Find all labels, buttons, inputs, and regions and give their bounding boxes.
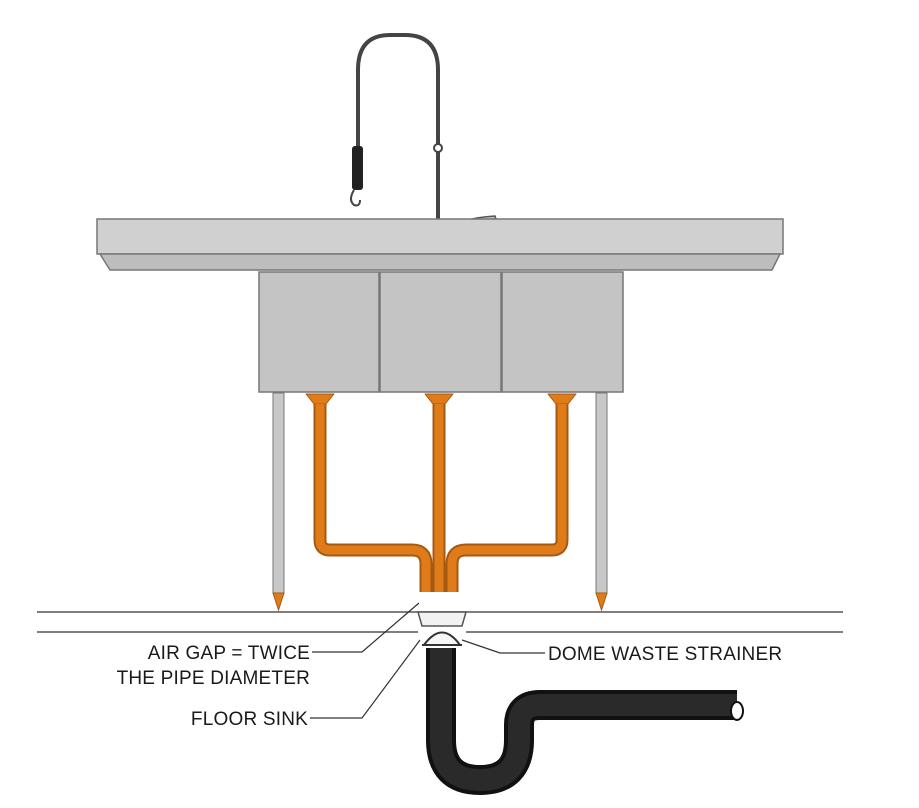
leader-lines [310, 602, 545, 719]
air-gap-label-line1: AIR GAP = TWICE [148, 643, 310, 664]
riser-valve [433, 143, 443, 153]
spray-nozzle [350, 189, 361, 207]
basin-center [379, 271, 502, 393]
spray-head [352, 146, 363, 190]
sink-countertop [96, 218, 784, 271]
p-trap [426, 648, 744, 796]
drain-fitting-left [305, 393, 335, 405]
drain-fitting-center [424, 393, 454, 405]
basin-left [258, 271, 380, 393]
sink-basins [258, 271, 624, 393]
floor-sink-label: FLOOR SINK [191, 709, 308, 730]
air-gap-label-line2: THE PIPE DIAMETER [117, 668, 310, 689]
air-gap-leader [312, 602, 420, 653]
drain-pipe-right [447, 404, 567, 592]
leg-left [272, 392, 285, 594]
floor-sink-leader [310, 639, 421, 719]
basin-right [501, 271, 624, 393]
drain-pipe-left [315, 404, 431, 592]
drain-pipes [305, 393, 577, 592]
faucet-gooseneck [356, 33, 440, 235]
faucet [350, 33, 499, 246]
leg-right [595, 392, 608, 594]
dome-strainer-leader [461, 639, 545, 654]
drain-fitting-right [547, 393, 577, 405]
floor-sink [417, 611, 467, 646]
dome-waste-strainer-label: DOME WASTE STRAINER [548, 644, 782, 665]
dome-strainer [423, 631, 461, 646]
sink-legs [272, 392, 608, 612]
trap-outlet [730, 701, 744, 721]
